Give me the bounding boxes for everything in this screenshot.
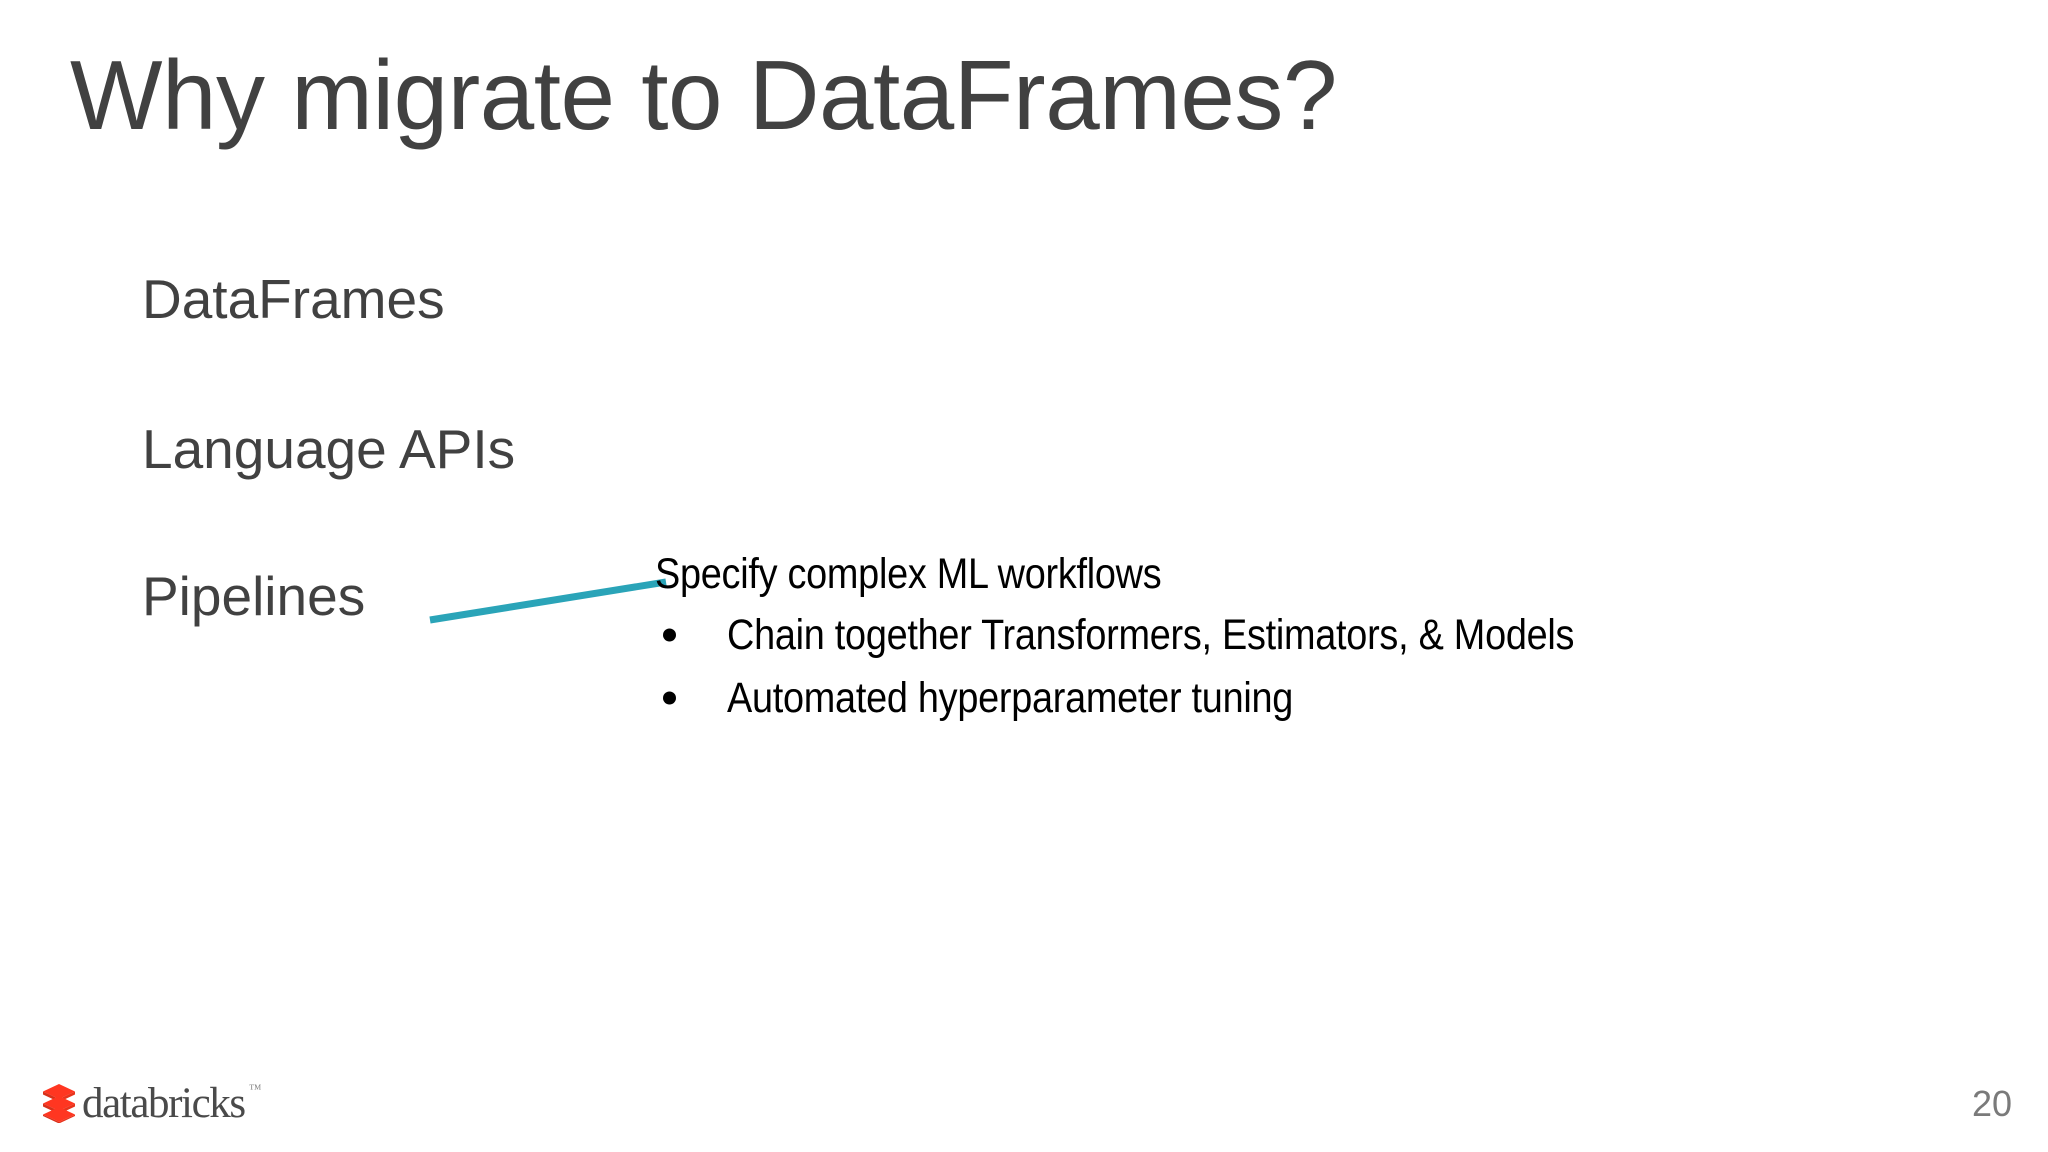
callout-bullet-list: Chain together Transformers, Estimators,…: [655, 611, 1915, 722]
stack-item-language-apis: Language APIs: [142, 418, 516, 480]
list-item-label: Automated hyperparameter tuning: [727, 673, 1294, 722]
list-item: Automated hyperparameter tuning: [655, 674, 1915, 723]
feature-stack: DataFrames Language APIs Pipelines: [142, 272, 702, 624]
trademark-symbol: ™: [248, 1080, 262, 1096]
page-number: 20: [1971, 1083, 2012, 1124]
list-item-label: Chain together Transformers, Estimators,…: [727, 611, 1575, 660]
databricks-wordmark: databricks: [82, 1080, 246, 1127]
databricks-logo: databricks ™: [42, 1080, 263, 1127]
stack-item-dataframes: DataFrames: [142, 268, 445, 330]
callout-block: Specify complex ML workflows Chain toget…: [655, 550, 1915, 736]
bullet-dot-icon: [663, 628, 676, 642]
page-title: Why migrate to DataFrames?: [70, 40, 1337, 150]
databricks-bricks-icon: [43, 1083, 75, 1123]
stack-item-pipelines: Pipelines: [142, 565, 366, 627]
callout-heading: Specify complex ML workflows: [655, 550, 1162, 598]
list-item: Chain together Transformers, Estimators,…: [655, 611, 1915, 660]
bullet-dot-icon: [663, 691, 676, 705]
